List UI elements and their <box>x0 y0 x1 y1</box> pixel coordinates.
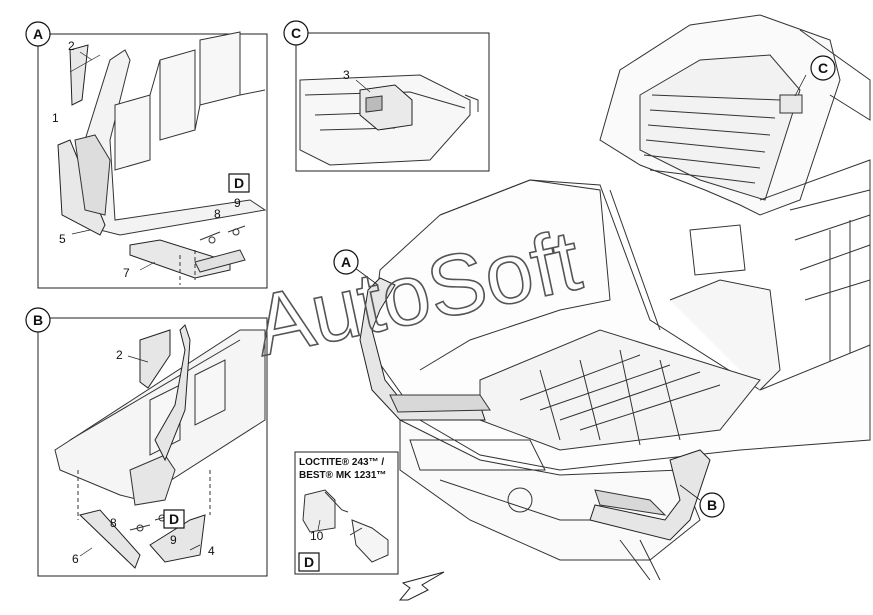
callout-b-main: B <box>699 492 725 518</box>
part-number-8-a: 8 <box>214 207 221 221</box>
d-box-loctite: D <box>298 552 320 572</box>
part-number-6: 6 <box>72 552 79 566</box>
part-number-4: 4 <box>208 544 215 558</box>
panel-b-drawing <box>54 324 266 569</box>
callout-a-main-label: A <box>341 254 351 270</box>
callout-c-main-label: C <box>818 60 828 76</box>
part-number-5: 5 <box>59 232 66 246</box>
part-number-9-a: 9 <box>234 196 241 210</box>
d-box-loctite-label: D <box>304 554 314 570</box>
callout-a-label: A <box>33 26 43 42</box>
loctite-line-2: BEST® MK 1231™ <box>299 470 386 481</box>
panel-a-drawing <box>57 31 267 285</box>
loctite-drawing <box>302 489 389 563</box>
part-number-2-a: 2 <box>68 39 75 53</box>
callout-a-main: A <box>333 249 359 275</box>
main-assembly <box>359 14 871 581</box>
d-box-a-label: D <box>234 175 244 191</box>
part-number-8-b: 8 <box>110 516 117 530</box>
part-number-9-b: 9 <box>170 533 177 547</box>
callout-b-label: B <box>33 312 43 328</box>
d-box-panel-b: D <box>163 509 185 529</box>
callout-c-label: C <box>291 25 301 41</box>
part-number-2-b: 2 <box>116 348 123 362</box>
d-box-b-label: D <box>169 511 179 527</box>
callout-c-main: C <box>810 55 836 81</box>
part-number-1: 1 <box>52 111 59 125</box>
panel-c-drawing <box>299 74 479 166</box>
callout-b-panel: B <box>25 307 51 333</box>
loctite-line-1: LOCTITE® 243™ / <box>299 457 384 468</box>
part-number-7: 7 <box>123 266 130 280</box>
d-box-panel-a: D <box>228 173 250 193</box>
callout-b-main-label: B <box>707 497 717 513</box>
part-number-3: 3 <box>343 68 350 82</box>
callout-a-top: A <box>25 21 51 47</box>
callout-c-panel: C <box>283 20 309 46</box>
direction-arrow <box>398 571 445 601</box>
part-number-10: 10 <box>310 529 324 543</box>
